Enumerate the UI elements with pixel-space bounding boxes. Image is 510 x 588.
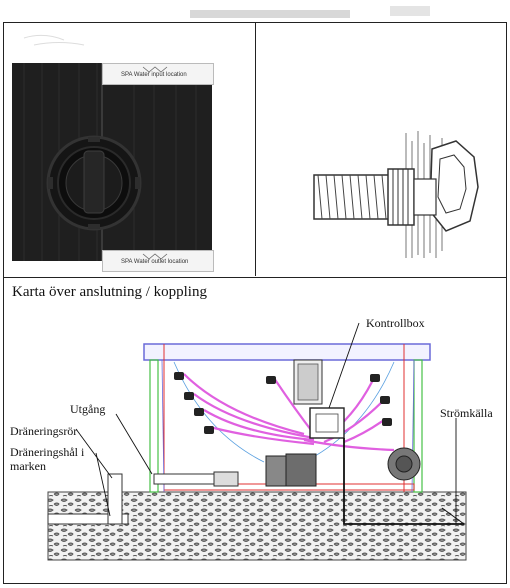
water-outlet-label: SPA Water outlet location	[121, 259, 189, 265]
drain-hole-label-line2: marken	[10, 459, 46, 473]
control-box-label: Kontrollbox	[366, 316, 425, 330]
hose-connection-drawing	[256, 23, 506, 276]
power-source-label: Strömkälla	[440, 406, 493, 420]
water-outlet-sticker: SPA Water outlet location	[102, 250, 214, 272]
drain-pipe-label: Dräneringsrör	[10, 424, 78, 438]
drain-hole-label-line1: Dräneringshål i	[10, 445, 85, 459]
diagram-title: Karta över anslutning / koppling	[12, 284, 207, 300]
spa-connector-photo: SPA Water input location SPA Water outle…	[4, 23, 256, 276]
cropped-top-strip	[0, 0, 510, 22]
figure-frame	[3, 22, 507, 584]
outlet-label: Utgång	[70, 402, 106, 416]
water-input-sticker: SPA Water input location	[102, 63, 214, 85]
water-input-label: SPA Water input location	[121, 72, 187, 78]
connection-diagram: Karta över anslutning / koppling	[4, 277, 506, 584]
